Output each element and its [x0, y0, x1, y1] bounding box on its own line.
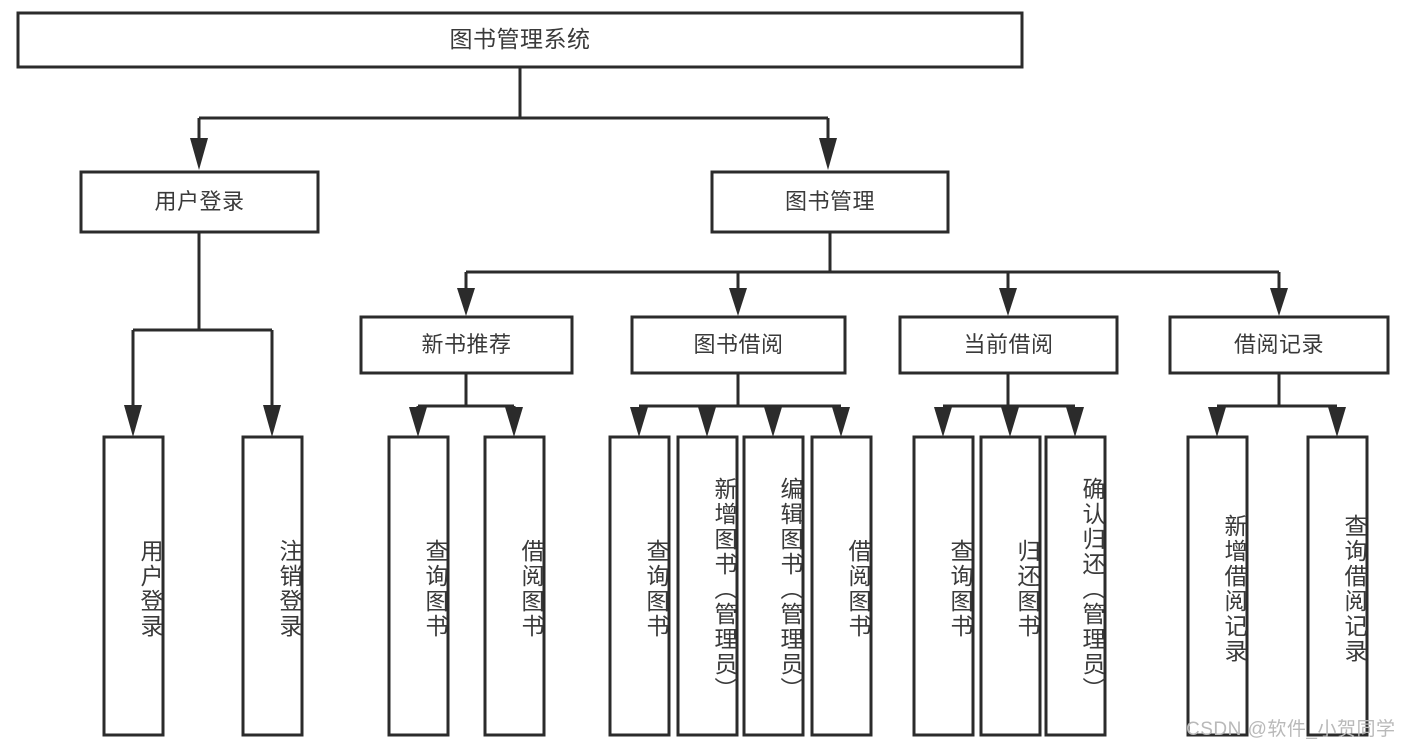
- node-box-leaf-borrow-book-1[interactable]: [483, 435, 546, 737]
- arrow-head-leaf-query-book-2: [630, 407, 648, 437]
- node-box-current-borrow[interactable]: [898, 315, 1119, 375]
- arrow-head-leaf-user-login: [124, 405, 142, 437]
- arrow-head-leaf-query-book-3: [934, 407, 952, 437]
- node-box-leaf-confirm-return[interactable]: [1044, 435, 1107, 737]
- arrow-head-leaf-borrow-book-2: [832, 407, 850, 437]
- arrow-head-book-borrow: [729, 288, 747, 316]
- arrow-head-leaf-add-record: [1208, 407, 1226, 437]
- node-box-leaf-return-book[interactable]: [979, 435, 1042, 737]
- arrow-head-new-book-recommend: [457, 288, 475, 316]
- node-box-leaf-add-book[interactable]: [676, 435, 739, 737]
- node-box-leaf-query-book-2[interactable]: [608, 435, 671, 737]
- arrow-head-leaf-return-book: [1001, 407, 1019, 437]
- node-box-user-login[interactable]: [79, 170, 320, 234]
- node-box-leaf-borrow-book-2[interactable]: [810, 435, 873, 737]
- arrow-head-leaf-confirm-return: [1066, 407, 1084, 437]
- arrow-head-leaf-user-logout: [263, 405, 281, 437]
- node-box-borrow-record[interactable]: [1168, 315, 1390, 375]
- arrow-head-leaf-add-book: [698, 407, 716, 437]
- node-box-leaf-query-book-3[interactable]: [912, 435, 975, 737]
- node-box-new-book-recommend[interactable]: [359, 315, 574, 375]
- arrow-head-leaf-borrow-book-1: [505, 407, 523, 437]
- arrow-head-leaf-query-book-1: [409, 407, 427, 437]
- node-box-book-manage[interactable]: [710, 170, 950, 234]
- node-box-leaf-add-record[interactable]: [1186, 435, 1249, 737]
- node-box-root[interactable]: [16, 11, 1024, 69]
- node-box-leaf-user-logout[interactable]: [241, 435, 304, 737]
- arrow-head-leaf-edit-book: [764, 407, 782, 437]
- arrow-head-leaf-query-record: [1328, 407, 1346, 437]
- arrow-head-user-login: [190, 138, 208, 170]
- arrow-head-book-manage: [819, 138, 837, 170]
- node-box-leaf-query-record[interactable]: [1306, 435, 1369, 737]
- node-box-leaf-user-login[interactable]: [102, 435, 165, 737]
- node-box-leaf-edit-book[interactable]: [742, 435, 805, 737]
- arrow-head-borrow-record: [1270, 288, 1288, 316]
- arrow-head-current-borrow: [999, 288, 1017, 316]
- node-box-book-borrow[interactable]: [630, 315, 847, 375]
- node-box-leaf-query-book-1[interactable]: [387, 435, 450, 737]
